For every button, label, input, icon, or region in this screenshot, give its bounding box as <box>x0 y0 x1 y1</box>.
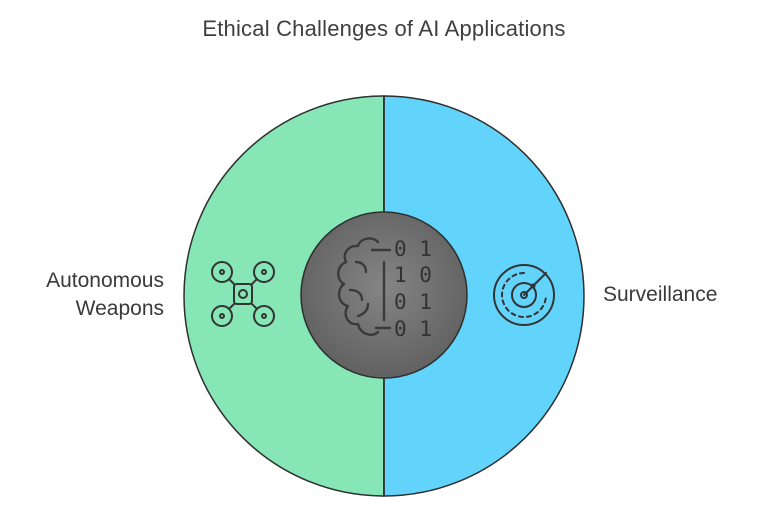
binary-row-3: 0 1 <box>394 290 432 314</box>
binary-digits: 0 1 1 0 0 1 0 1 <box>394 237 432 341</box>
segment-autonomous-weapons <box>183 95 385 497</box>
label-surveillance-text: Surveillance <box>603 283 718 306</box>
diagram-title: Ethical Challenges of AI Applications <box>202 16 566 41</box>
radar-icon <box>493 264 555 326</box>
drone-icon <box>211 261 275 327</box>
binary-row-1: 0 1 <box>394 237 432 261</box>
label-surveillance: Surveillance <box>603 281 717 309</box>
binary-row-4: 0 1 <box>394 317 432 341</box>
binary-row-2: 1 0 <box>394 263 432 287</box>
label-autonomous-weapons-line-1: Autonomous <box>46 269 164 292</box>
label-autonomous-weapons: Autonomous Weapons <box>46 267 164 323</box>
label-autonomous-weapons-line-2: Weapons <box>75 297 164 320</box>
brain-binary-icon <box>337 237 392 336</box>
segment-surveillance <box>383 95 585 497</box>
